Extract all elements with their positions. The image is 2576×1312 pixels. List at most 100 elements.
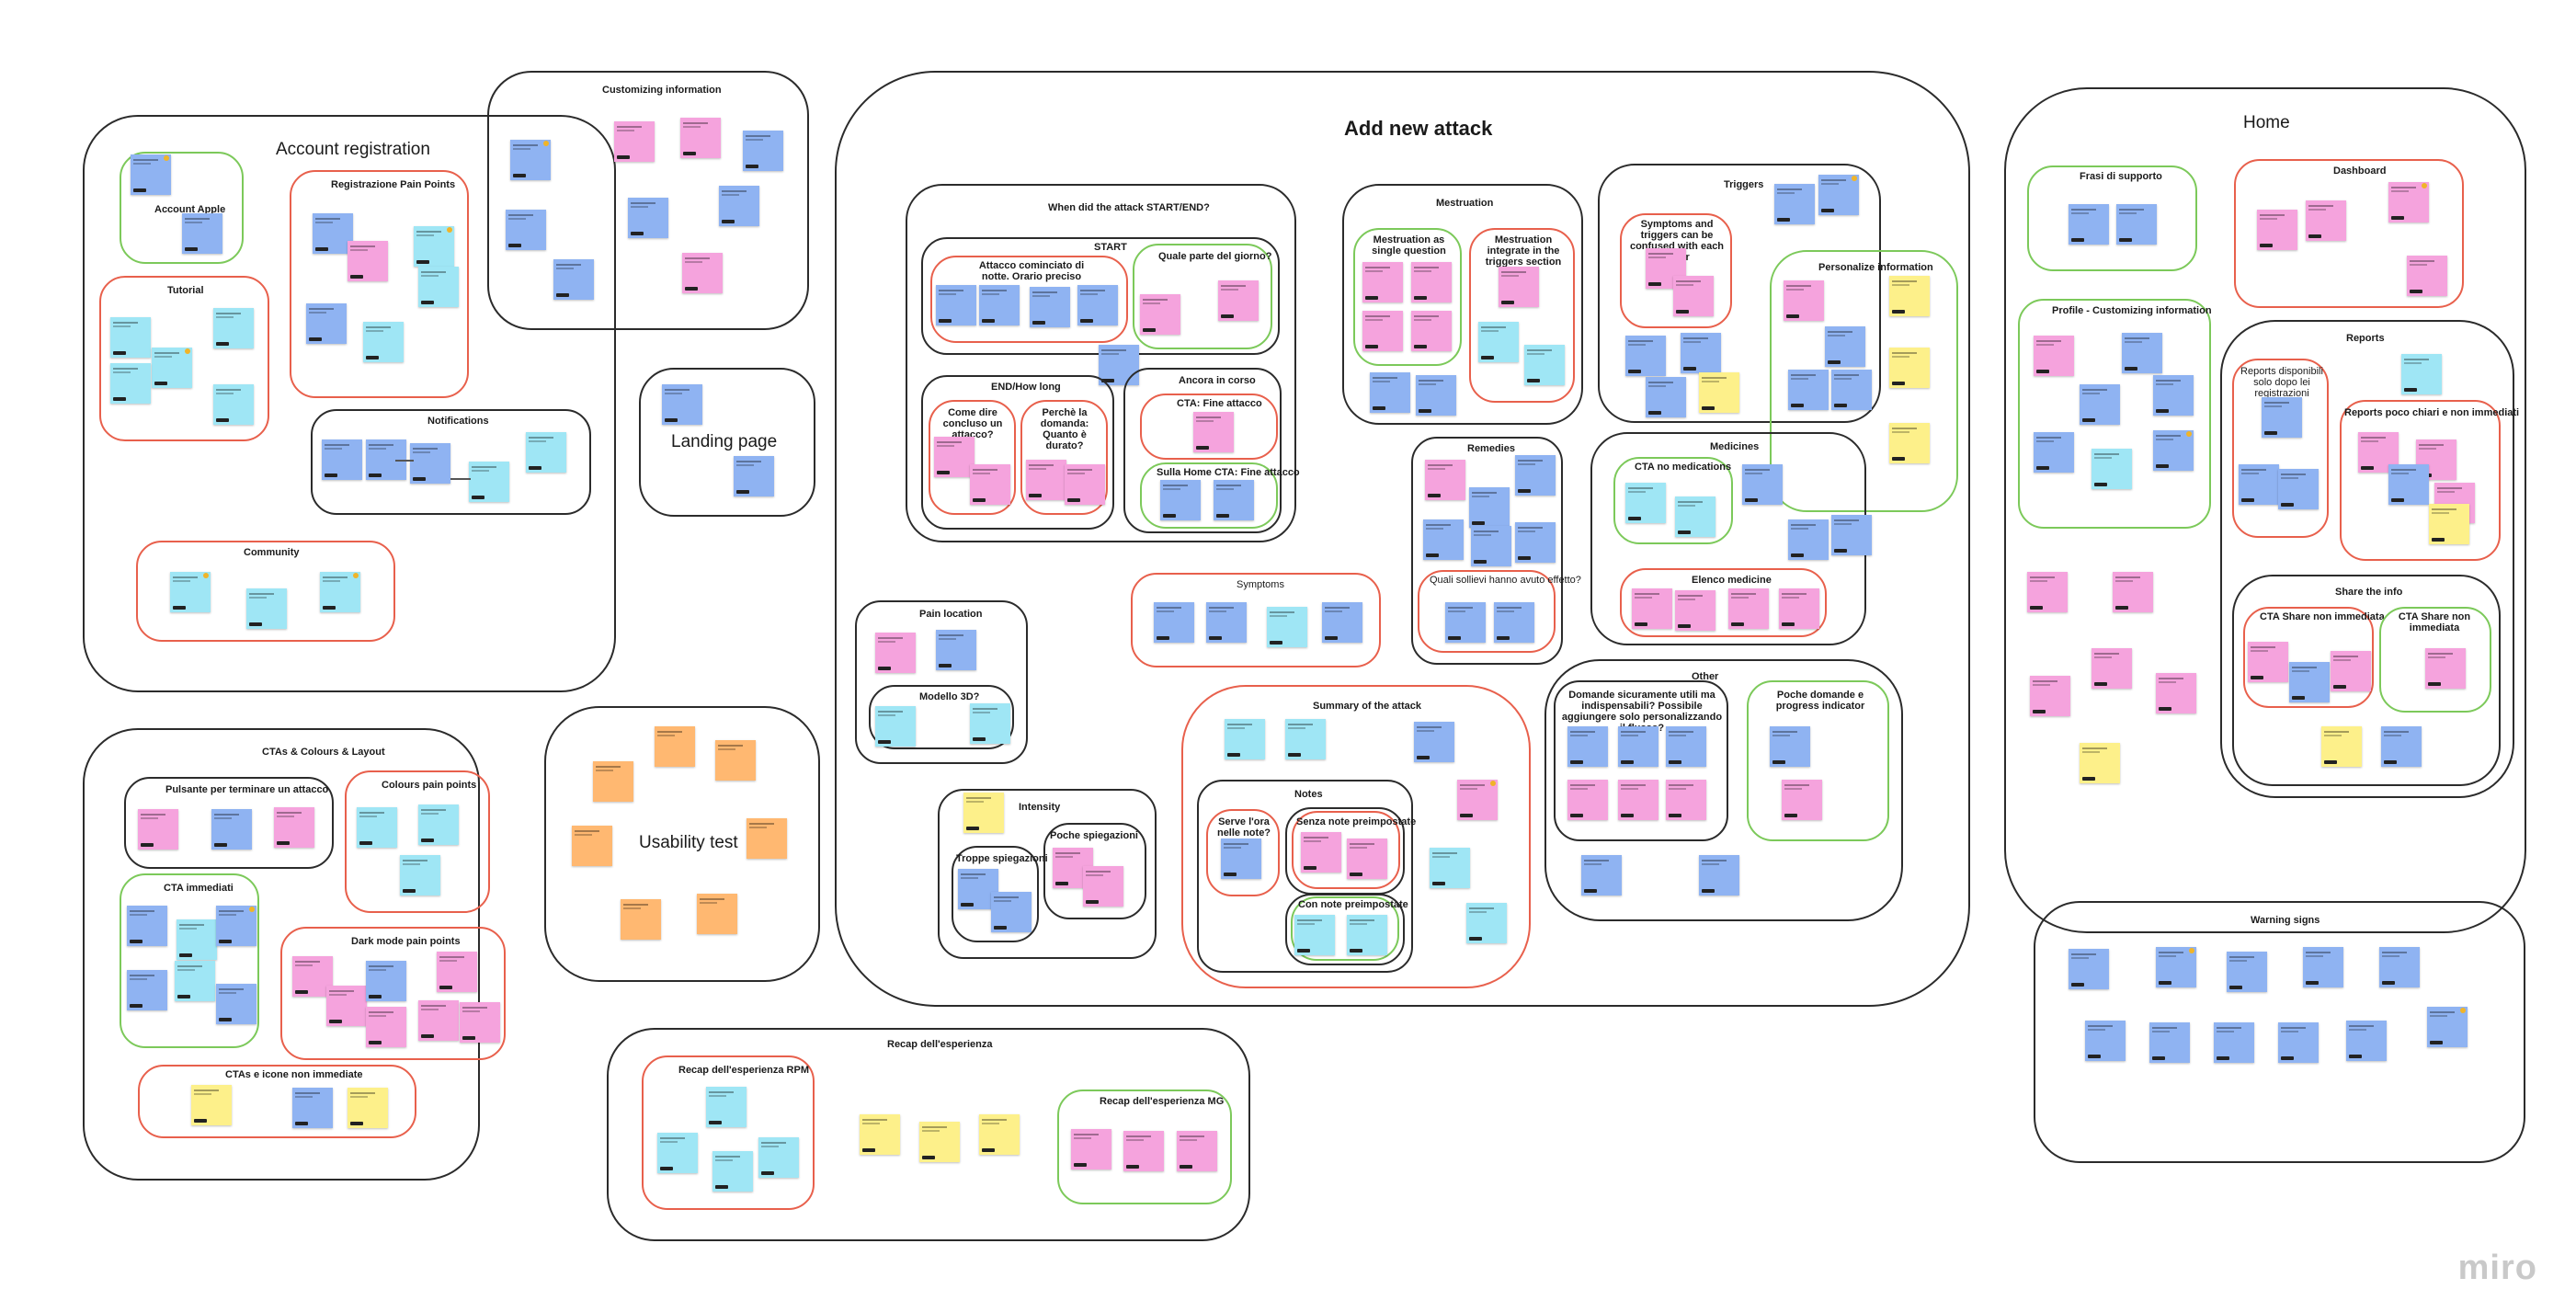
sticky-note[interactable] [1515,522,1556,563]
sticky-note[interactable] [1499,267,1539,307]
sticky-note[interactable] [177,919,217,960]
sticky-note[interactable] [1160,480,1201,520]
sticky-note[interactable] [1788,370,1829,410]
sticky-note[interactable] [875,633,916,673]
frame-come-dire[interactable] [929,400,1016,515]
sticky-note[interactable] [1825,326,1865,367]
sticky-note[interactable] [1889,276,1930,316]
frame-frasi-supporto[interactable] [2027,165,2197,271]
frame-when-attack[interactable] [906,184,1296,542]
sticky-note[interactable] [936,630,976,670]
sticky-note[interactable] [510,140,551,180]
sticky-note[interactable] [919,1122,960,1162]
sticky-note[interactable] [970,464,1010,505]
sticky-note[interactable] [2027,572,2068,612]
frame-attacco-notte[interactable] [930,256,1128,343]
sticky-note[interactable] [1218,280,1259,321]
frame-perche-domanda[interactable] [1020,400,1108,515]
sticky-note[interactable] [2388,464,2429,505]
frame-cta-fine-attacco[interactable] [1140,394,1278,460]
sticky-note[interactable] [1784,280,1824,321]
sticky-note[interactable] [719,186,759,226]
sticky-note[interactable] [970,703,1010,744]
sticky-note[interactable] [1471,526,1511,566]
sticky-note[interactable] [1416,375,1456,416]
frame-ctas-icone-non-immediate[interactable] [138,1065,416,1138]
sticky-note[interactable] [1466,903,1507,943]
sticky-note[interactable] [2239,464,2279,505]
sticky-note[interactable] [170,572,211,612]
sticky-note[interactable] [1770,726,1810,767]
sticky-note[interactable] [2427,1007,2468,1047]
sticky-note[interactable] [1221,839,1261,879]
sticky-note[interactable] [1193,412,1234,452]
frame-ancora-in-corso[interactable] [1123,368,1282,533]
sticky-note[interactable] [2069,949,2109,989]
frame-mestruation[interactable] [1342,184,1583,425]
frame-con-note-inner[interactable] [1291,896,1399,961]
sticky-note[interactable] [175,961,215,1001]
frame-account-registration[interactable] [83,115,616,692]
sticky-note[interactable] [614,121,655,162]
sticky-note[interactable] [1225,719,1265,759]
sticky-note[interactable] [2149,1022,2190,1063]
sticky-note[interactable] [2092,449,2132,489]
sticky-note[interactable] [400,855,440,896]
frame-domande-sicuramente[interactable] [1554,680,1728,841]
sticky-note[interactable] [1831,515,1872,555]
sticky-note[interactable] [621,899,661,940]
sticky-note[interactable] [1423,519,1464,560]
frame-symptoms-triggers[interactable] [1620,213,1732,328]
sticky-note[interactable] [348,241,388,281]
frame-pain-location[interactable] [855,600,1028,764]
frame-account-apple[interactable] [120,152,244,264]
sticky-note[interactable] [127,906,167,946]
sticky-note[interactable] [460,1002,500,1043]
sticky-note[interactable] [418,804,459,845]
sticky-note[interactable] [1673,276,1714,316]
sticky-note[interactable] [2156,673,2196,713]
frame-quale-parte[interactable] [1133,244,1272,349]
sticky-note[interactable] [322,439,362,480]
sticky-note[interactable] [1818,175,1859,215]
frame-cta-no-medications[interactable] [1613,457,1733,544]
frame-personalize-information[interactable] [1770,250,1958,512]
sticky-note[interactable] [1030,287,1070,327]
sticky-note[interactable] [662,384,702,425]
sticky-note[interactable] [572,826,612,866]
sticky-note[interactable] [697,894,737,934]
sticky-note[interactable] [348,1088,388,1128]
sticky-note[interactable] [655,726,695,767]
frame-sulla-home-cta[interactable] [1140,462,1278,529]
sticky-note[interactable] [747,818,787,859]
sticky-note[interactable] [292,1088,333,1128]
sticky-note[interactable] [2388,182,2429,222]
sticky-note[interactable] [734,456,774,496]
sticky-note[interactable] [1618,780,1658,820]
sticky-note[interactable] [2289,662,2330,702]
sticky-note[interactable] [182,213,222,254]
sticky-note[interactable] [2248,642,2288,682]
sticky-note[interactable] [1494,602,1534,643]
sticky-note[interactable] [1026,460,1066,500]
sticky-note[interactable] [991,892,1032,932]
sticky-note[interactable] [715,740,756,781]
sticky-note[interactable] [127,970,167,1010]
frame-reports[interactable] [2220,320,2514,798]
sticky-note[interactable] [363,322,404,362]
frame-end-how-long[interactable] [921,375,1114,530]
sticky-note[interactable] [1154,602,1194,643]
sticky-note[interactable] [1425,460,1465,500]
sticky-note[interactable] [418,1000,459,1041]
sticky-note[interactable] [213,308,254,348]
sticky-note[interactable] [2262,397,2302,438]
sticky-note[interactable] [469,462,509,502]
sticky-note[interactable] [366,439,406,480]
sticky-note[interactable] [1370,372,1410,413]
frame-other[interactable] [1544,659,1903,921]
sticky-note[interactable] [1742,464,1783,505]
sticky-note[interactable] [2303,947,2343,987]
sticky-note[interactable] [1889,348,1930,388]
sticky-note[interactable] [706,1087,747,1127]
sticky-note[interactable] [357,807,397,848]
